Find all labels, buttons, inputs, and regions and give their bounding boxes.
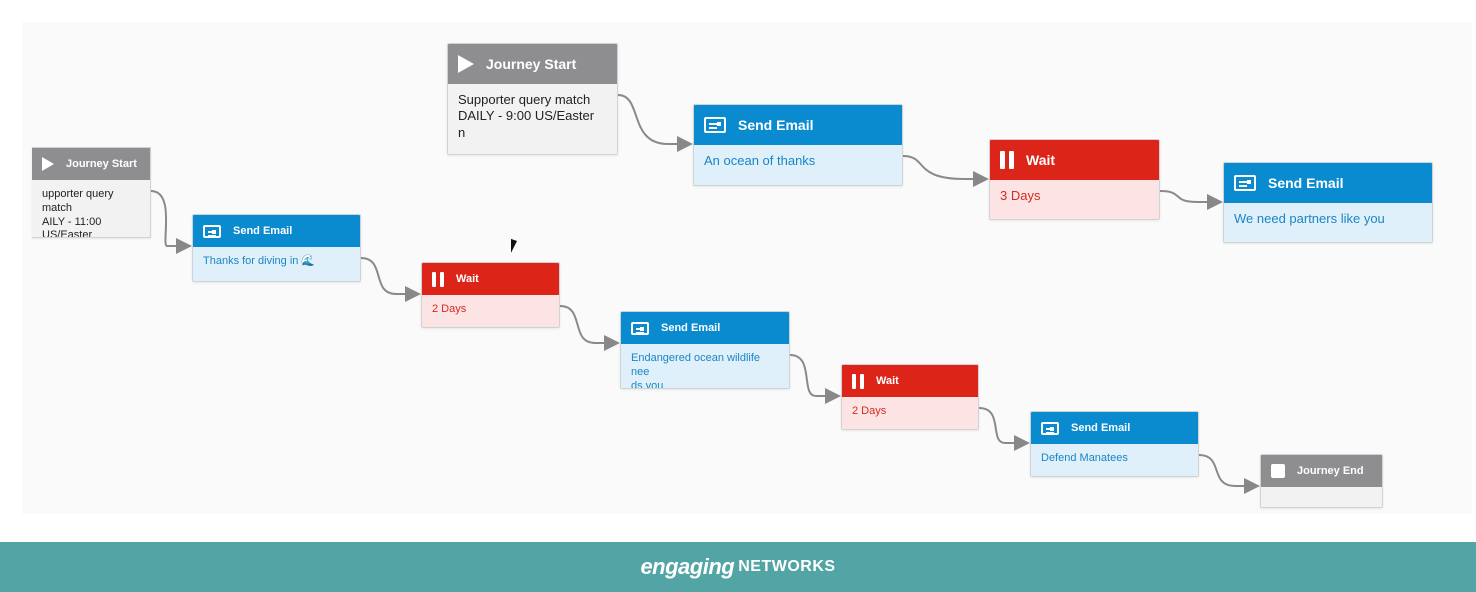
node-text: ds you xyxy=(631,379,664,389)
connectors xyxy=(150,94,1260,494)
node-title: Send Email xyxy=(233,225,293,237)
node-text: An ocean of thanks xyxy=(704,153,816,168)
node-email-2[interactable]: Send Email We need partners like you xyxy=(1223,162,1433,243)
email-icon xyxy=(704,117,726,133)
node-text: Endangered ocean wildlife nee xyxy=(631,352,761,378)
node-email-1[interactable]: Send Email An ocean of thanks xyxy=(693,104,903,186)
connector-email-5-to-end-1 xyxy=(1198,454,1260,494)
node-header: Wait xyxy=(842,365,978,397)
node-title: Journey Start xyxy=(66,158,137,170)
pause-icon xyxy=(852,373,864,389)
node-text: We need partners like you xyxy=(1234,211,1385,226)
brand-logo-networks: NETWORKS xyxy=(738,558,836,575)
connector-start-2-to-email-3 xyxy=(150,190,192,254)
node-body xyxy=(1261,487,1382,507)
node-text: Thanks for diving in 🌊 xyxy=(203,255,316,267)
node-body: 2 Days xyxy=(842,397,978,429)
node-header: Wait xyxy=(990,140,1159,180)
pause-icon xyxy=(1000,151,1014,169)
connector-email-3-to-wait-2 xyxy=(360,257,421,302)
node-header: Journey Start xyxy=(32,148,150,180)
connector-email-1-to-wait-1 xyxy=(902,155,989,187)
node-end-1[interactable]: Journey End xyxy=(1260,454,1383,508)
node-text: 2 Days xyxy=(432,303,467,315)
node-header: Journey End xyxy=(1261,455,1382,487)
node-text: upporter query match xyxy=(42,188,114,214)
connector-wait-1-to-email-2 xyxy=(1159,190,1223,210)
node-body: Defend Manatees xyxy=(1031,444,1198,476)
node-text: AILY - 11:00 US/Easter xyxy=(42,215,102,238)
node-header: Journey Start xyxy=(448,44,617,84)
node-body: An ocean of thanks xyxy=(694,145,902,185)
node-header: Send Email xyxy=(1031,412,1198,444)
node-text: 3 Days xyxy=(1000,188,1041,203)
node-title: Wait xyxy=(1026,152,1056,168)
node-header: Wait xyxy=(422,263,559,295)
node-text: 2 Days xyxy=(852,405,887,417)
node-header: Send Email xyxy=(621,312,789,344)
brand-logo-engaging: engaging xyxy=(640,554,735,579)
node-body: We need partners like you xyxy=(1224,203,1432,242)
node-title: Send Email xyxy=(738,117,814,133)
node-wait-3[interactable]: Wait 2 Days xyxy=(841,364,979,430)
node-text: Defend Manatees xyxy=(1041,452,1128,464)
node-text: n xyxy=(458,124,466,140)
node-title: Send Email xyxy=(1268,175,1344,191)
email-icon xyxy=(1234,175,1256,191)
email-icon xyxy=(203,224,221,238)
node-title: Wait xyxy=(876,375,899,387)
pause-icon xyxy=(432,271,444,287)
node-header: Send Email xyxy=(193,215,360,247)
node-body: 2 Days xyxy=(422,295,559,327)
connector-email-4-to-wait-3 xyxy=(789,354,841,404)
play-icon xyxy=(42,157,54,171)
connector-wait-2-to-email-4 xyxy=(559,305,620,351)
stop-icon xyxy=(1271,464,1285,478)
node-title: Journey End xyxy=(1297,465,1364,477)
node-wait-2[interactable]: Wait 2 Days xyxy=(421,262,560,328)
node-text: DAILY - 9:00 US/Easter xyxy=(458,108,595,124)
node-text: Supporter query match xyxy=(458,92,591,107)
node-body: 3 Days xyxy=(990,180,1159,219)
node-wait-1[interactable]: Wait 3 Days xyxy=(989,139,1160,220)
node-body: Thanks for diving in 🌊 xyxy=(193,247,360,281)
node-header: Send Email xyxy=(694,105,902,145)
connector-start-1-to-email-1 xyxy=(617,94,693,152)
node-header: Send Email xyxy=(1224,163,1432,203)
node-title: Wait xyxy=(456,273,479,285)
node-title: Send Email xyxy=(1071,422,1131,434)
play-icon xyxy=(458,55,474,73)
node-title: Journey Start xyxy=(486,56,577,72)
connector-wait-3-to-email-5 xyxy=(978,407,1030,451)
footer-brand: engaging NETWORKS xyxy=(0,542,1476,592)
node-title: Send Email xyxy=(661,322,721,334)
email-icon xyxy=(631,321,649,335)
email-icon xyxy=(1041,421,1059,435)
